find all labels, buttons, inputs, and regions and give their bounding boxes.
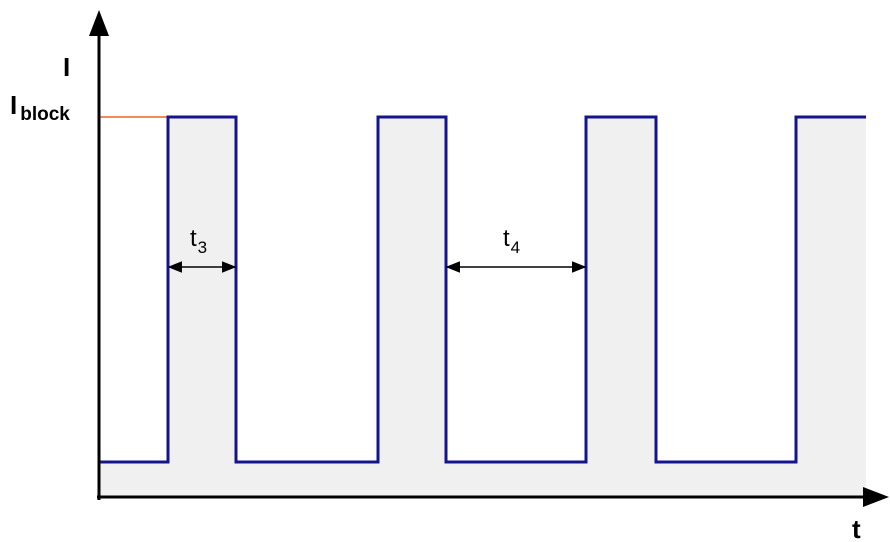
t4-label: t4: [503, 225, 520, 257]
t3-label: t3: [190, 225, 207, 257]
t4-label-main: t: [503, 225, 510, 252]
x-axis-arrow-icon: [863, 487, 889, 507]
axes: [89, 10, 889, 507]
pulse-signal-line: [100, 115, 866, 464]
y-axis-label: I: [63, 52, 70, 82]
iblock-label-subscript: block: [20, 104, 70, 125]
t4-label-subscript: 4: [511, 238, 520, 257]
x-axis-label: t: [852, 514, 861, 542]
t3-label-main: t: [190, 225, 197, 252]
y-axis-arrow-icon: [89, 10, 109, 36]
iblock-label-main: I: [10, 90, 17, 120]
signal-area-fill: [100, 117, 866, 497]
t3-label-subscript: 3: [198, 238, 207, 257]
